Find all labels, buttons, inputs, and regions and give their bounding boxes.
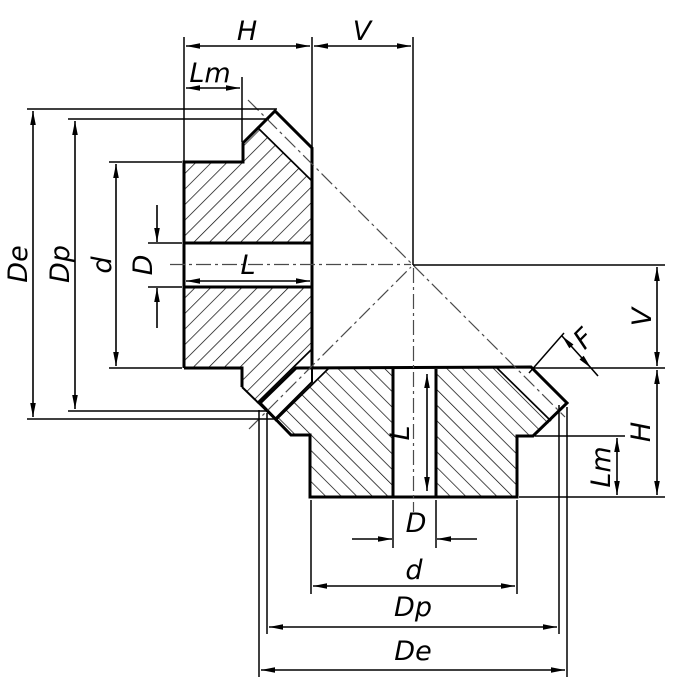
upper-gear-lower-tooth-edge — [241, 368, 313, 421]
extension-lines — [27, 37, 665, 677]
bottom-gear-root-line-left — [274, 367, 330, 422]
upper-gear-hatch-hub-bottom — [242, 368, 293, 403]
upper-gear-hatch-top — [184, 162, 312, 243]
label-l-upper: L — [240, 250, 255, 281]
label-v-top: V — [353, 16, 374, 47]
bottom-gear — [257, 365, 570, 499]
centerlines — [170, 99, 566, 512]
label-dp-bottom: Dp — [394, 592, 432, 623]
label-h-right: H — [626, 422, 657, 442]
dim-f-right — [561, 335, 592, 369]
dim-f-tail — [590, 367, 599, 377]
bottom-gear-outline — [257, 365, 570, 499]
label-de-left: De — [3, 245, 34, 282]
pitch-cone-centerline-right — [247, 99, 566, 418]
label-bore-left: D — [128, 255, 159, 276]
label-h-top: H — [237, 16, 257, 47]
pitch-cone-centerline-left — [248, 266, 412, 430]
upper-gear-outline — [182, 108, 314, 387]
label-l-lower: L — [385, 425, 416, 440]
bottom-gear-root-line-right — [496, 367, 552, 422]
label-f-right: F — [568, 322, 601, 355]
label-d-left: d — [87, 256, 118, 274]
label-lm-right: Lm — [586, 446, 617, 487]
label-d-bottom: d — [405, 555, 423, 586]
dimension-labels: H V Lm De Dp d D L V H Lm F L D d Dp De — [3, 16, 658, 667]
upper-gear-hatch-bottom — [184, 287, 312, 368]
bottom-gear-hatch-right — [436, 368, 551, 497]
upper-gear — [182, 108, 314, 421]
label-bore-bottom: D — [406, 508, 427, 539]
upper-gear-root-line-top — [256, 126, 313, 182]
label-v-right: V — [627, 305, 658, 326]
dimension-lines — [30, 43, 660, 673]
label-dp-left: Dp — [45, 245, 76, 283]
label-de-bottom: De — [394, 636, 431, 667]
bottom-gear-hatch-left — [275, 368, 393, 497]
label-lm-top: Lm — [189, 58, 230, 89]
upper-gear-hatch-hub-top — [243, 127, 293, 162]
upper-gear-root-line-bottom — [256, 348, 313, 404]
